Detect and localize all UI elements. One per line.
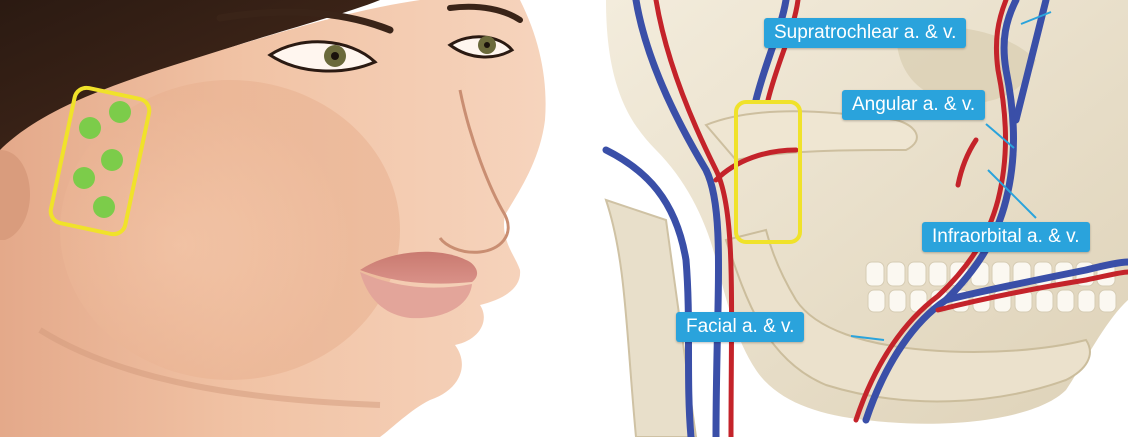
upper-tooth [908,262,926,286]
injection-point [79,117,101,139]
skull-vessel-illustration [566,0,1128,437]
label-angular: Angular a. & v. [842,90,985,120]
lower-tooth [868,290,885,312]
lower-tooth [1057,290,1074,312]
cheek [60,80,400,380]
face-illustration [0,0,560,437]
vascular-anatomy-panel: Supratrochlear a. & v. Angular a. & v. I… [566,0,1128,437]
upper-tooth [887,262,905,286]
injection-point [73,167,95,189]
label-supratrochlear: Supratrochlear a. & v. [764,18,966,48]
label-facial: Facial a. & v. [676,312,804,342]
face-photo-panel [0,0,560,437]
lower-tooth [1036,290,1053,312]
lower-tooth [1078,290,1095,312]
lower-tooth [889,290,906,312]
injection-point [101,149,123,171]
label-infraorbital: Infraorbital a. & v. [922,222,1090,252]
upper-tooth [992,262,1010,286]
injection-point [93,196,115,218]
injection-point [109,101,131,123]
lower-tooth [1099,290,1116,312]
upper-tooth [866,262,884,286]
upper-tooth [929,262,947,286]
